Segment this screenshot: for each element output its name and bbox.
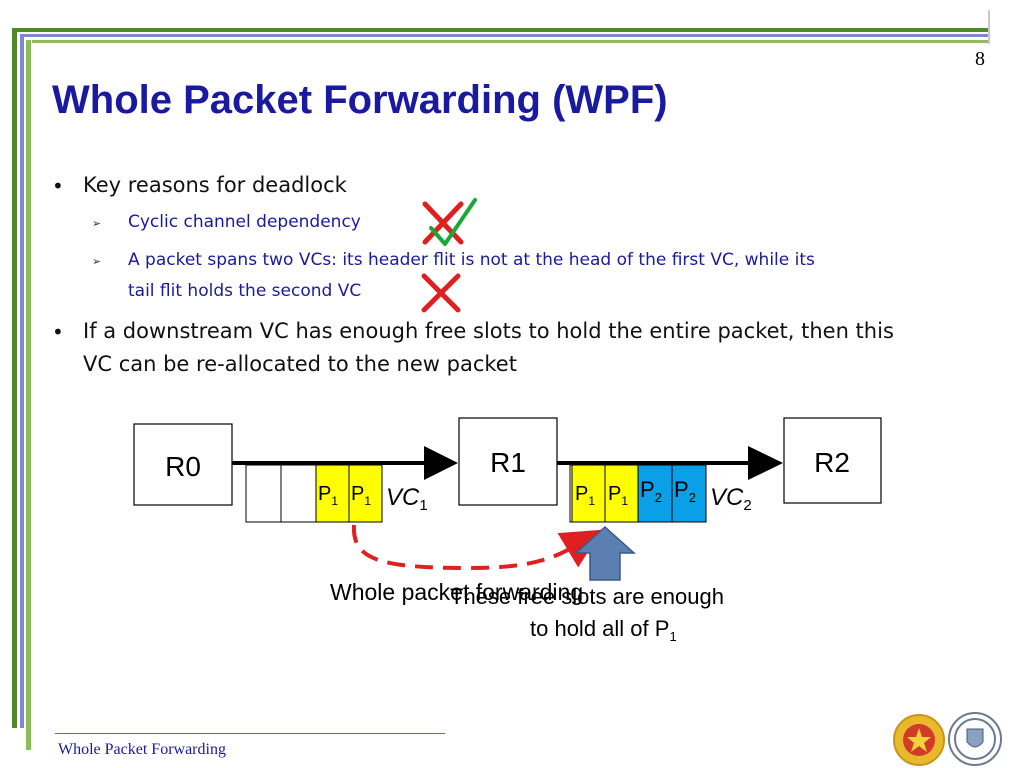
bullet-1-text: Key reasons for deadlock: [83, 173, 347, 197]
top-border-green: [12, 28, 990, 32]
vc2-flit-p2: [671, 464, 707, 523]
left-border-light-green: [26, 40, 31, 750]
router-r0: [133, 423, 233, 506]
router-r2: [783, 417, 882, 504]
sub-bullet-1-text: Cyclic channel dependency: [128, 212, 361, 232]
router-r2-label: R2: [814, 447, 850, 478]
check-icon: [429, 198, 477, 246]
vc1-flit-p1: [315, 464, 350, 523]
page-number: 8: [975, 48, 985, 70]
vc2-flit-p2: [637, 464, 673, 523]
crest-icon: [954, 718, 996, 760]
vc1-flit-p1: [348, 464, 383, 523]
link-arrowhead: [748, 446, 783, 480]
footer-divider: [55, 733, 445, 734]
caption-free-slots-line-2: to hold all of P1: [530, 616, 677, 644]
bullet-2-line-1: If a downstream VC has enough free slots…: [83, 319, 894, 343]
top-border-light-green: [32, 40, 990, 43]
sub-bullet-arrow: ➢: [92, 255, 102, 268]
flit-label-p1: P1: [351, 483, 371, 508]
bullet-2-line-2: VC can be re-allocated to the new packet: [83, 352, 517, 376]
vc2-flit-p1: [571, 464, 606, 523]
footer-text: Whole Packet Forwarding: [58, 741, 226, 758]
star-icon: [903, 724, 935, 756]
router-r1-label: R1: [490, 447, 526, 478]
flit-label-p1: P1: [318, 483, 338, 508]
cross-icon: [421, 273, 461, 313]
flit-label-p1: P1: [608, 483, 628, 508]
bullet-dot: •: [52, 320, 64, 344]
cross-check-icons: [422, 198, 477, 246]
forwarding-dashed-arrow: [351, 524, 603, 571]
sub-bullet-arrow: ➢: [92, 217, 102, 230]
flit-label-p2: P2: [674, 477, 696, 505]
flit-label-p1: P1: [575, 483, 595, 508]
cross-icon: [422, 201, 464, 245]
up-arrow-icon: [574, 525, 636, 581]
left-border-green: [12, 28, 17, 728]
caption-whole-packet-forwarding: Whole packet forwarding: [330, 579, 583, 605]
left-border-blue: [20, 34, 24, 728]
flit-label-p2: P2: [640, 477, 662, 505]
sub-bullet-2-text-cont: tail flit holds the second VC: [128, 281, 362, 301]
right-border: [988, 10, 990, 44]
vc1-empty-slot: [280, 464, 317, 523]
bullet-dot: •: [52, 174, 64, 198]
vc1-label: VC1: [386, 484, 428, 514]
caption-free-slots-line-1: These free slots are enough: [450, 584, 724, 609]
sub-bullet-2-text: A packet spans two VCs: its header flit …: [128, 250, 815, 270]
university-of-toronto-logo: [948, 712, 1002, 766]
vc2-label: VC2: [710, 484, 752, 514]
link-arrowhead: [424, 446, 458, 480]
top-border-blue: [20, 34, 990, 37]
router-r0-label: R0: [165, 451, 201, 482]
vc1-empty-slot: [245, 464, 282, 523]
slide-title: Whole Packet Forwarding (WPF): [52, 78, 668, 122]
router-r1: [458, 417, 558, 506]
university-logo: [893, 714, 945, 766]
